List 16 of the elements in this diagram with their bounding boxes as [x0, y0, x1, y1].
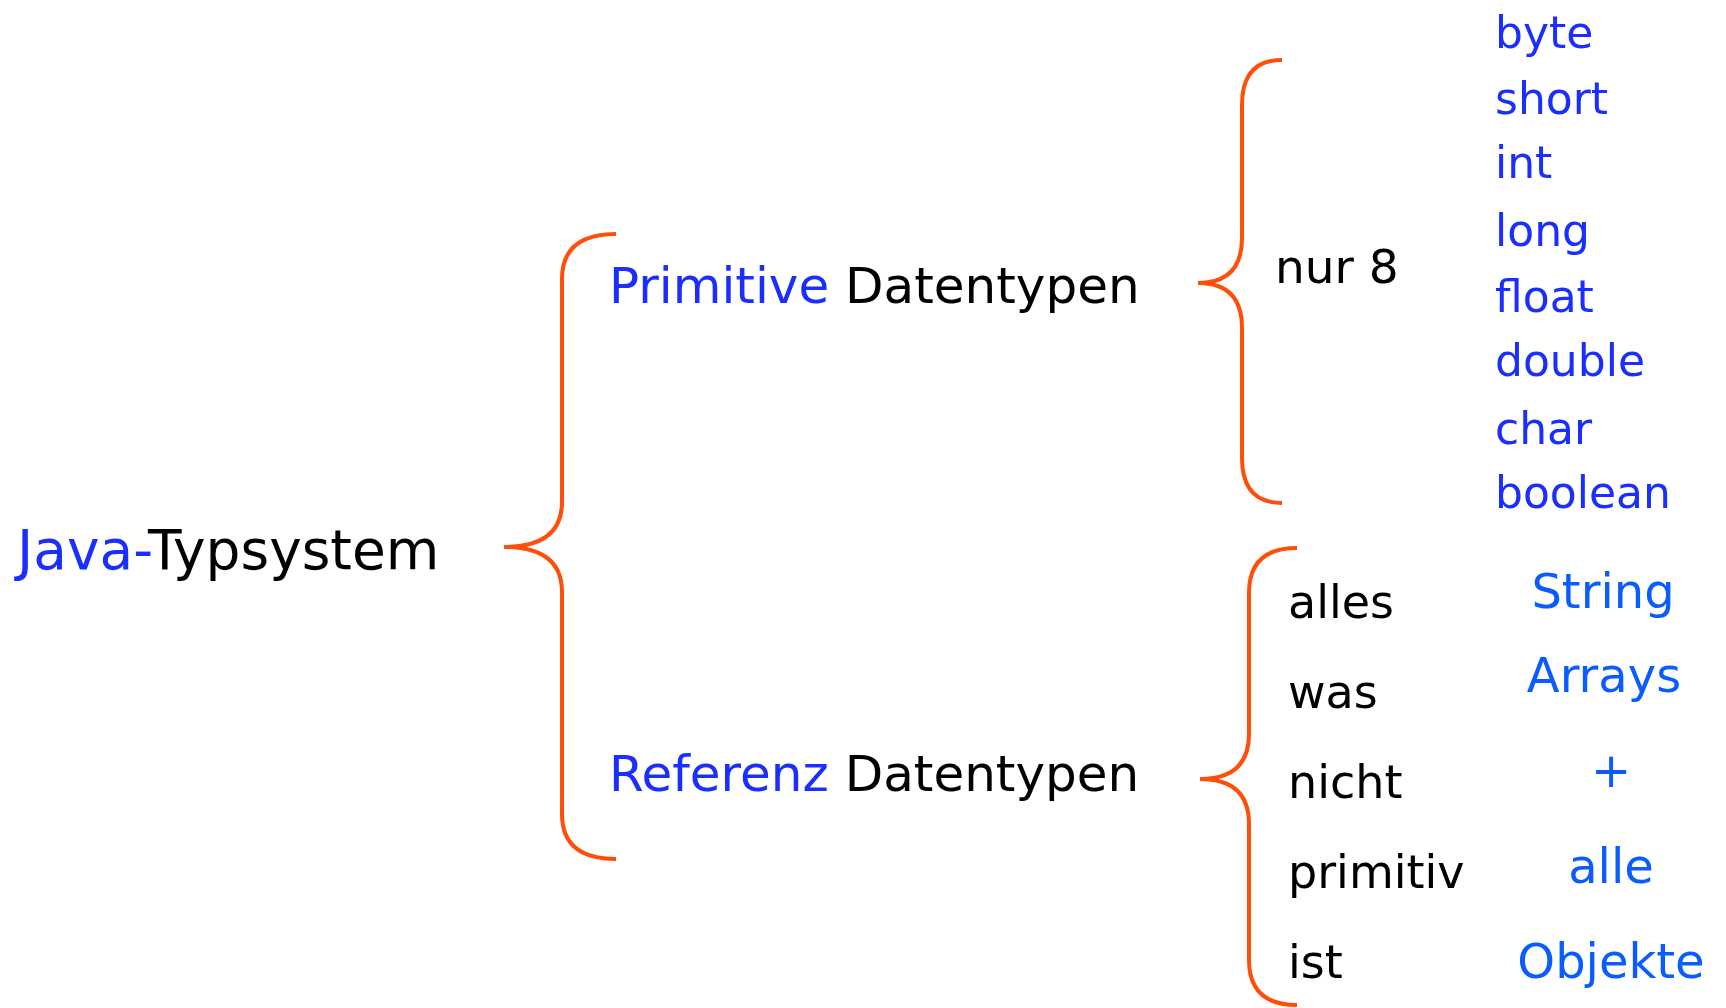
type-name: long	[1495, 204, 1590, 258]
type-name: alle Objekte	[1516, 837, 1706, 991]
type-name: boolean	[1495, 466, 1671, 520]
type-name: double	[1495, 334, 1645, 388]
category-text: Referenz Datentypen	[609, 744, 1140, 804]
type-name: String	[1531, 563, 1675, 621]
type-name: short	[1495, 72, 1609, 126]
type-name: byte	[1495, 6, 1594, 60]
category-text: Primitive Datentypen	[609, 256, 1140, 316]
type-name: int	[1495, 136, 1553, 190]
type-name: Arrays	[1526, 647, 1682, 705]
note-text: nur 8	[1275, 238, 1399, 296]
description-text: alles was nicht primitiv ist	[1288, 574, 1466, 991]
type-name: float	[1495, 270, 1594, 324]
plus-sign: +	[1590, 742, 1632, 800]
type-name: char	[1495, 402, 1593, 456]
